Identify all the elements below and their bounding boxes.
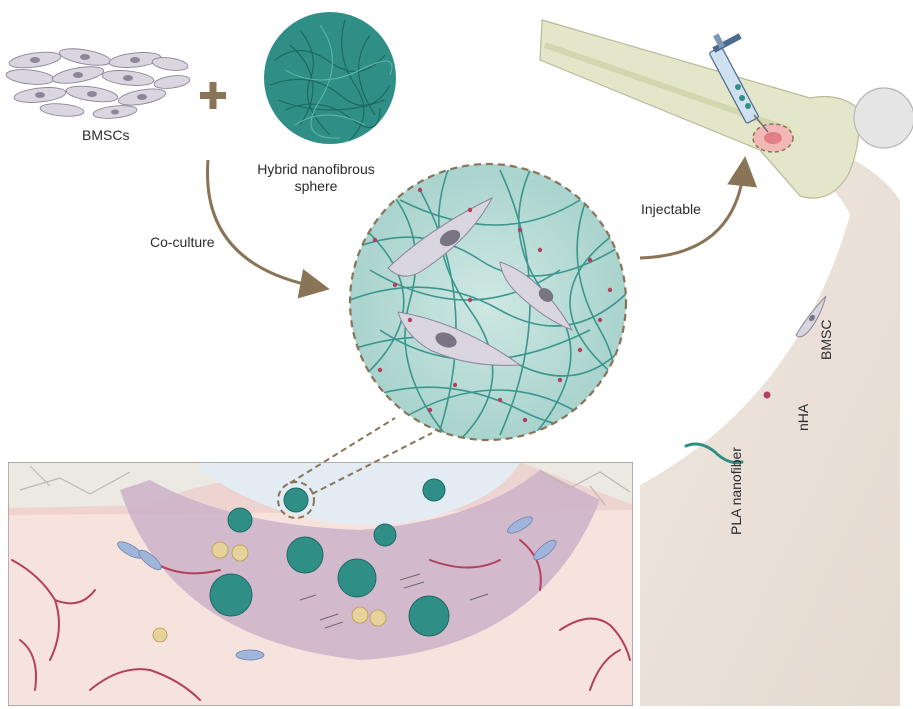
label-injectable: Injectable xyxy=(641,201,701,217)
label-coculture: Co-culture xyxy=(150,234,215,250)
bmscs-cluster xyxy=(5,48,191,119)
zoomed-sphere-detail xyxy=(348,162,628,442)
projection-beam xyxy=(640,148,900,706)
syringe-icon xyxy=(709,33,769,133)
legend-bmsc-icon xyxy=(795,295,827,338)
bone-defect-tissue xyxy=(8,462,633,706)
zoom-connector xyxy=(277,417,433,519)
legend-bmsc-label: BMSC xyxy=(818,319,834,360)
legend-nha-icon xyxy=(763,391,771,399)
injectable-arrow xyxy=(639,156,758,260)
label-hybrid-sphere: Hybrid nanofibrous sphere xyxy=(257,161,375,194)
legend-nha-label: nHA xyxy=(795,403,811,431)
plus-icon xyxy=(200,82,226,109)
legend-nanofiber-icon xyxy=(684,442,744,464)
label-bmscs: BMSCs xyxy=(82,127,130,143)
coculture-arrow xyxy=(205,159,330,299)
legend-pla-nanofiber-label: PLA nanofiber xyxy=(728,447,744,535)
hybrid-sphere-icon xyxy=(264,12,396,144)
